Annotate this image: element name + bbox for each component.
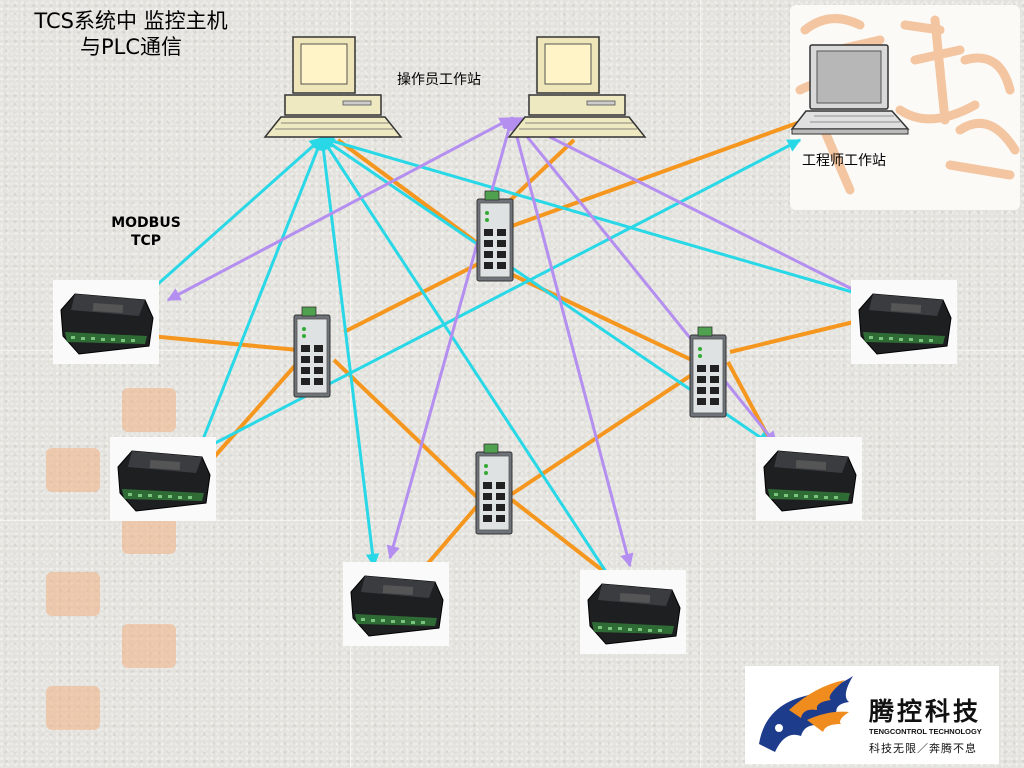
logo-name-cn: 腾控科技 — [869, 697, 982, 726]
engineer-station-label: 工程师工作站 — [802, 153, 886, 169]
slide-title-line2: 与PLC通信 — [79, 35, 183, 59]
plc-controller-3 — [850, 279, 958, 365]
plc-controller-6 — [579, 569, 687, 655]
protocol-label-line2: TCP — [130, 233, 162, 249]
slide-title: TCS系统中 监控主机 与PLC通信 — [0, 8, 262, 60]
plc-controller-4 — [755, 436, 863, 522]
plc-controller-2 — [109, 436, 217, 522]
dragon-logo-icon — [759, 676, 853, 752]
ethernet-switch-2 — [293, 306, 331, 398]
plc-controller-5 — [342, 561, 450, 647]
engineer-station-laptop — [791, 44, 909, 135]
protocol-label: MODBUS TCP — [96, 214, 196, 250]
plc-controller-1 — [52, 279, 160, 365]
ethernet-switch-1 — [476, 190, 514, 282]
logo-slogan: 科技无限／奔腾不息 — [869, 742, 977, 755]
operator-station-2-computer — [508, 36, 646, 138]
operator-station-1-computer — [264, 36, 402, 138]
logo-name-en: TENGCONTROL TECHNOLOGY — [869, 727, 982, 736]
ethernet-switch-3 — [689, 326, 727, 418]
slide-title-line1: TCS系统中 监控主机 — [34, 9, 228, 33]
link-pc2-plc6 — [508, 116, 634, 568]
seal-stamps — [46, 388, 176, 730]
protocol-label-line1: MODBUS — [111, 215, 181, 231]
ethernet-switch-4 — [475, 443, 513, 535]
company-logo: 腾控科技 TENGCONTROL TECHNOLOGY 科技无限／奔腾不息 — [745, 666, 999, 764]
operator-station-label: 操作员工作站 — [397, 72, 481, 88]
